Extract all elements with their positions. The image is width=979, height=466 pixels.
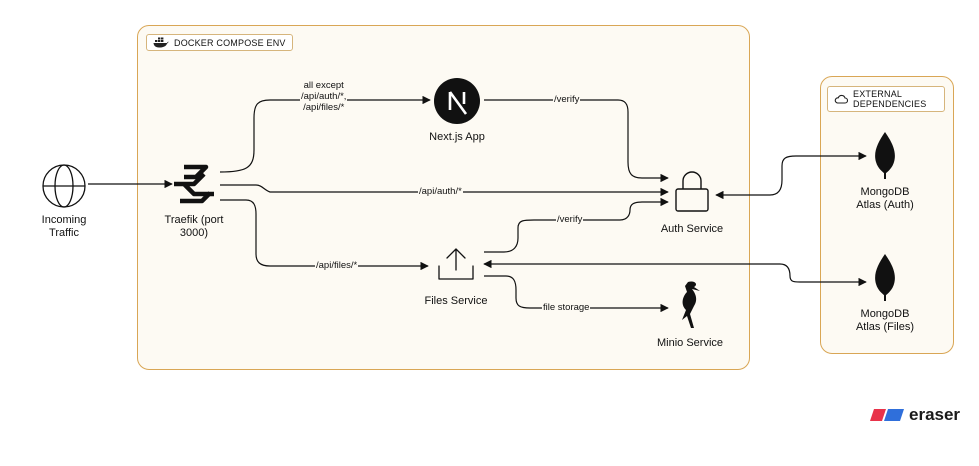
minio-service-label: Minio Service [656, 337, 724, 349]
edge-label-files-route: /api/files/* [315, 260, 359, 271]
cloud-icon [834, 94, 848, 104]
incoming-traffic-label: Incoming Traffic [42, 214, 87, 240]
edge-label-next-verify: /verify [553, 94, 581, 105]
external-dependencies-header: EXTERNAL DEPENDENCIES [827, 86, 945, 112]
upload-icon [438, 248, 474, 280]
docker-whale-icon [153, 37, 169, 48]
edge-files-mongo-files [483, 259, 867, 287]
docker-compose-header: DOCKER COMPOSE ENV [146, 34, 293, 51]
edge-traefik-auth [220, 184, 669, 197]
nextjs-label: Next.js App [429, 131, 485, 143]
traefik-label-line1: Traefik (port [164, 214, 224, 226]
mongodb-files-line2: Atlas (Files) [855, 321, 915, 333]
edge-label-auth-route: /api/auth/* [418, 186, 463, 197]
external-title-line2: DEPENDENCIES [853, 99, 927, 109]
globe-icon [42, 164, 86, 208]
edge-label-line: /api/auth/*, [301, 91, 347, 102]
external-dependencies-group [820, 76, 954, 354]
docker-compose-title: DOCKER COMPOSE ENV [174, 37, 286, 48]
incoming-label-line1: Incoming [41, 214, 87, 226]
mongodb-auth-line1: MongoDB [860, 186, 910, 198]
edge-label-line: /api/files/* [303, 102, 345, 113]
eraser-wordmark: eraser [909, 405, 961, 424]
lock-icon [675, 171, 709, 212]
external-title-line1: EXTERNAL [853, 89, 903, 99]
minio-bird-icon [682, 281, 700, 328]
eraser-brand: eraser [870, 405, 960, 425]
auth-service-label: Auth Service [660, 223, 724, 235]
edge-files-auth [484, 197, 669, 253]
edge-label-files-verify: /verify [556, 214, 584, 225]
nextjs-logo-icon [434, 78, 480, 124]
mongodb-files-line1: MongoDB [860, 308, 910, 320]
mongodb-auth-label: MongoDB Atlas (Auth) [856, 186, 913, 212]
edge-traefik-files [220, 199, 429, 271]
traefik-label: Traefik (port 3000) [165, 214, 224, 240]
edge-nextjs-auth [484, 99, 669, 183]
traefik-label-line2: 3000) [179, 227, 209, 239]
eraser-logo-icon [870, 409, 904, 421]
edge-label-file-storage: file storage [542, 302, 591, 313]
edge-traefik-nextjs [219, 95, 431, 173]
traefik-logo-icon [174, 164, 214, 204]
edge-auth-mongo-auth [715, 151, 867, 200]
edge-label-to-nextjs: all except /api/auth/*, /api/files/* [300, 80, 348, 113]
mongodb-auth-line2: Atlas (Auth) [856, 199, 914, 211]
mongodb-leaf-icon [875, 254, 895, 301]
files-service-label: Files Service [424, 295, 488, 307]
mongodb-leaf-icon [875, 132, 895, 179]
incoming-label-line2: Traffic [49, 227, 79, 239]
mongodb-files-label: MongoDB Atlas (Files) [856, 308, 914, 334]
edge-label-line: all except [303, 80, 344, 91]
